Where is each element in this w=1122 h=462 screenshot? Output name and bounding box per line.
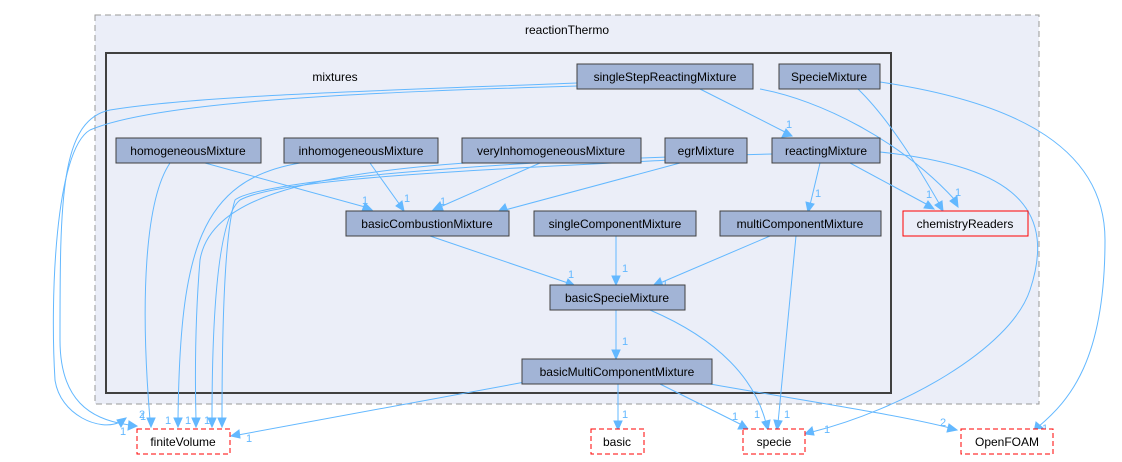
edges: 1 1 1 1 1 (52, 81, 1106, 445)
edge-bmcm-basic: 1 (613, 384, 628, 432)
edge-label-basicSpecie-bmcm: 1 (622, 336, 628, 348)
edge-reacting-chem: 1 (849, 162, 936, 210)
edge-inhomog-basicComb: 1 (369, 162, 410, 213)
edge-label-fv-egr: 1 (204, 415, 210, 427)
node-label-egrMixture: egrMixture (678, 144, 735, 158)
edge-reacting-multi: 1 (805, 162, 821, 214)
node-specie[interactable]: specie (742, 428, 806, 455)
node-singleStepReactingMixture[interactable]: singleStepReactingMixture (576, 63, 754, 90)
node-label-inhomogeneousMixture: inhomogeneousMixture (299, 144, 424, 158)
edge-label-inhomog-basicComb: 1 (404, 193, 410, 205)
cluster-mixtures-label: mixtures (312, 70, 357, 84)
node-label-finiteVolume: finiteVolume (150, 435, 216, 449)
edge-basicSpecie-specie: 1 (649, 309, 771, 432)
edge-label-ssrm-chem: 1 (955, 187, 961, 199)
edge-label-multi-specie: 1 (784, 409, 790, 421)
edge-ssrm-reacting: 1 (699, 88, 794, 138)
cluster-reactionThermo-label: reactionThermo (525, 23, 609, 37)
node-veryInhomogeneousMixture[interactable]: veryInhomogeneousMixture (461, 137, 642, 164)
edge-label-basicSpecie-specie: 1 (754, 409, 760, 421)
node-label-veryInhomogeneousMixture: veryInhomogeneousMixture (477, 144, 625, 158)
node-label-homogeneousMixture: homogeneousMixture (130, 144, 246, 158)
node-OpenFOAM[interactable]: OpenFOAM (960, 428, 1054, 455)
node-basic[interactable]: basic (590, 428, 645, 455)
edge-veryInhomog-fv: 1 (185, 162, 466, 429)
edge-veryInhomog-basicComb: 1 (431, 162, 541, 211)
edge-label-basicComb-basicSpecie: 1 (568, 269, 574, 281)
edge-label-reacting-multi: 1 (815, 188, 821, 200)
node-basicSpecieMixture[interactable]: basicSpecieMixture (549, 284, 686, 311)
edge-egr-fv: 1 (204, 159, 671, 429)
edge-fv-loop-top: 2 (52, 85, 578, 429)
edge-label-bmcm-basic: 1 (622, 409, 628, 421)
edge-label-homog-basicComb: 1 (362, 195, 368, 207)
edge-specmix-chem (857, 88, 944, 213)
edge-label-reacting-specie: 1 (824, 424, 830, 436)
edge-label-reacting-chem: 1 (926, 189, 932, 201)
node-basicMultiComponentMixture[interactable]: basicMultiComponentMixture (521, 358, 713, 385)
node-reactingMixture[interactable]: reactingMixture (771, 137, 881, 164)
node-label-basicSpecieMixture: basicSpecieMixture (565, 291, 669, 305)
edge-label-bmcm-fv: 1 (246, 433, 252, 445)
edge-label-fv-inhomog: 1 (165, 415, 171, 427)
edge-bmcm-fv: 1 (229, 381, 526, 445)
node-label-SpecieMixture: SpecieMixture (791, 70, 867, 84)
node-label-reactingMixture: reactingMixture (785, 144, 867, 158)
node-label-specie: specie (757, 435, 792, 449)
nodes: singleStepReactingMixture SpecieMixture … (115, 63, 1054, 455)
edge-homog-fv: 1 (140, 162, 171, 429)
node-label-singleStepReactingMixture: singleStepReactingMixture (594, 70, 737, 84)
node-chemistryReaders[interactable]: chemistryReaders (902, 210, 1029, 237)
node-multiComponentMixture[interactable]: multiComponentMixture (719, 210, 882, 237)
edge-label-ssrm-reacting: 1 (786, 119, 792, 131)
node-homogeneousMixture[interactable]: homogeneousMixture (115, 137, 262, 164)
edge-label-ssrm-fv: 1 (120, 426, 126, 438)
node-label-basicCombustionMixture: basicCombustionMixture (361, 217, 493, 231)
edge-reacting-specie: 1 (803, 151, 1039, 436)
node-basicCombustionMixture[interactable]: basicCombustionMixture (345, 210, 510, 237)
node-inhomogeneousMixture[interactable]: inhomogeneousMixture (283, 137, 439, 164)
edge-label-fv-veryInhomog: 1 (185, 415, 191, 427)
node-finiteVolume[interactable]: finiteVolume (136, 428, 231, 455)
edge-label-fv-homog: 1 (140, 411, 146, 423)
edge-inhomog-fv: 1 (165, 162, 301, 429)
edge-ssrm-chem: 1 (759, 88, 961, 209)
node-SpecieMixture[interactable]: SpecieMixture (778, 63, 881, 90)
node-singleComponentMixture[interactable]: singleComponentMixture (533, 210, 697, 237)
node-label-basic: basic (603, 435, 631, 449)
edge-label-bmcm-specie: 1 (732, 411, 738, 423)
node-label-basicMultiComponentMixture: basicMultiComponentMixture (540, 365, 695, 379)
node-label-OpenFOAM: OpenFOAM (975, 435, 1039, 449)
edge-label-veryInhomog-basicComb: 1 (440, 196, 446, 208)
edge-label-bmcm-openfoam: 2 (940, 417, 946, 429)
edge-label-single-basicSpecie: 1 (622, 263, 628, 275)
node-label-singleComponentMixture: singleComponentMixture (549, 217, 682, 231)
edge-ssrm-fv: 1 (59, 82, 578, 438)
edge-multi-specie: 1 (773, 235, 797, 432)
edge-single-basicSpecie: 1 (611, 236, 628, 287)
edge-bmcm-openfoam: 2 (709, 383, 959, 433)
edge-label-fv-ssrm-top: 2 (139, 409, 145, 421)
edge-basicSpecie-bmcm: 1 (611, 310, 628, 361)
node-label-chemistryReaders: chemistryReaders (917, 217, 1014, 231)
node-label-multiComponentMixture: multiComponentMixture (737, 217, 864, 231)
node-egrMixture[interactable]: egrMixture (664, 137, 748, 164)
